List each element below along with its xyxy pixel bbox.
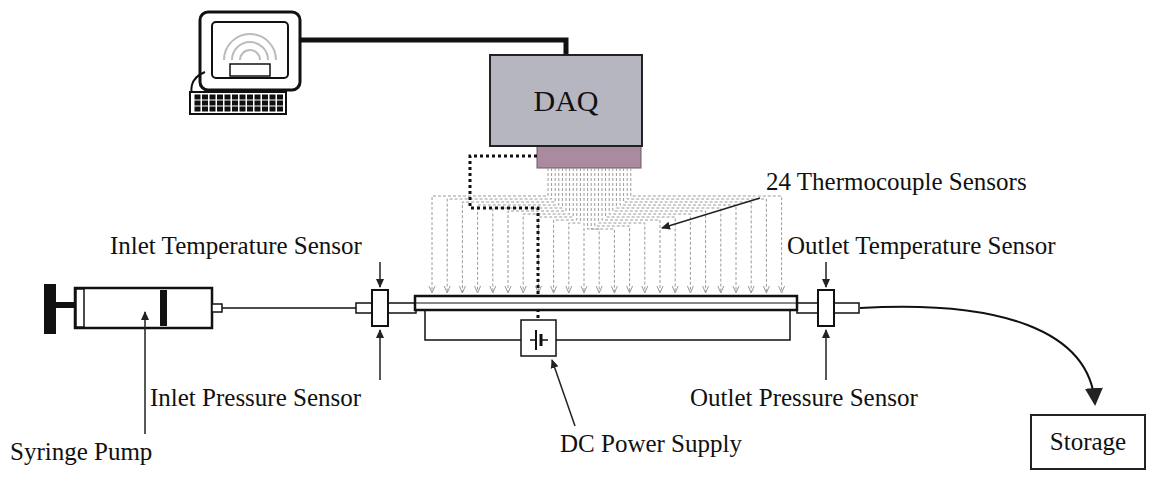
part-label: DC Power Supply <box>560 430 742 458</box>
daq-box: DAQ <box>489 54 643 147</box>
part-label: Inlet Temperature Sensor <box>110 232 362 260</box>
box-text: Storage <box>1050 428 1126 456</box>
part-label: Outlet Temperature Sensor <box>787 232 1056 260</box>
box-text: DAQ <box>534 84 599 118</box>
test-section-tube <box>415 296 797 310</box>
power-control-wire <box>470 156 538 318</box>
heating-circuit-wire <box>425 310 790 340</box>
part-label: Outlet Pressure Sensor <box>690 384 918 412</box>
storage-box: Storage <box>1030 414 1146 470</box>
daq-connector <box>537 146 641 168</box>
dc-power-supply-symbol <box>521 320 556 356</box>
part-label: Syringe Pump <box>10 438 152 466</box>
part-label: 24 Thermocouple Sensors <box>766 168 1027 196</box>
syringe-pump <box>44 284 360 334</box>
inlet-fitting <box>356 290 416 326</box>
outlet-fitting <box>797 290 859 326</box>
part-label: Inlet Pressure Sensor <box>150 384 361 412</box>
thermocouple-wires <box>432 168 782 292</box>
